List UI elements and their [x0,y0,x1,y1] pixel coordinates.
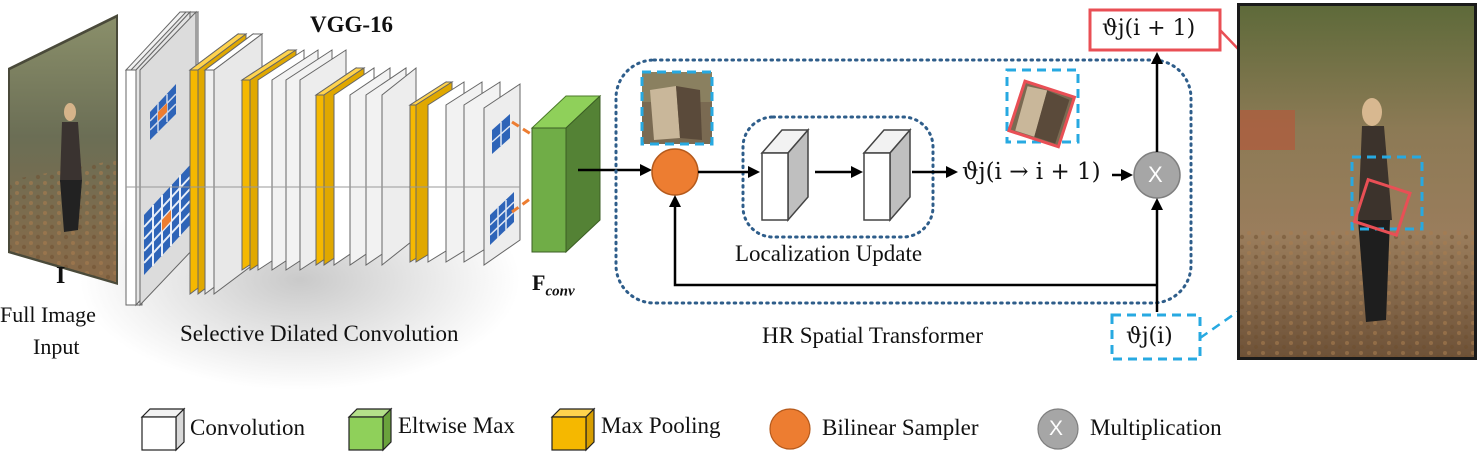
theta-current-label: ϑj(i) [1126,324,1173,349]
hr-transformer-label: HR Spatial Transformer [762,323,984,348]
localization-update-label: Localization Update [735,241,923,266]
dense-kernel-icon [149,84,177,140]
crop-thumbnail [640,70,714,146]
multiply-symbol: X [1148,162,1163,187]
legend-eltwise-max-icon [347,407,393,452]
legend-multiplication-icon [1037,408,1079,450]
vgg16-stack [124,10,535,307]
transformed-crop-thumbnail [1005,68,1080,149]
theta-next-label: ϑj(i + 1) [1102,16,1196,41]
fconv-sub: conv [545,283,575,300]
theta-next-box [1088,8,1222,52]
bilinear-sampler [651,148,699,196]
input-label-line2: Input [33,334,80,359]
fconv-base: F [532,270,546,295]
input-label-line1: Full Image [0,302,96,327]
legend-multiply-symbol: X [1049,417,1064,440]
localization-conv-cube-2 [862,127,912,223]
sdc-label: Selective Dilated Convolution [180,321,459,346]
hr-transformer-region [614,58,1193,305]
fconv-label: Fconv [532,270,575,300]
legend-bilinear-sampler-icon [769,408,811,450]
arrow-head [640,164,652,176]
legend-convolution-label: Convolution [190,415,306,440]
theta-update-label: ϑj(i → i + 1) [962,159,1101,185]
legend-bilinear-sampler-label: Bilinear Sampler [822,415,979,440]
legend-max-pooling-icon [550,407,596,452]
output-image [1237,3,1477,360]
localization-conv-cube-1 [760,127,810,223]
legend-multiplication-label: Multiplication [1090,415,1222,440]
legend-convolution-icon [140,407,186,452]
input-symbol: I [56,263,66,289]
dilated-kernel-icon [143,165,191,275]
fconv-block [530,94,602,254]
legend-eltwise-max-label: Eltwise Max [398,413,515,438]
feedback-loop [673,204,1157,287]
localization-update-region [741,115,935,239]
vgg16-title: VGG-16 [310,12,394,37]
legend-max-pooling-label: Max Pooling [601,413,721,438]
input-image [8,14,118,285]
